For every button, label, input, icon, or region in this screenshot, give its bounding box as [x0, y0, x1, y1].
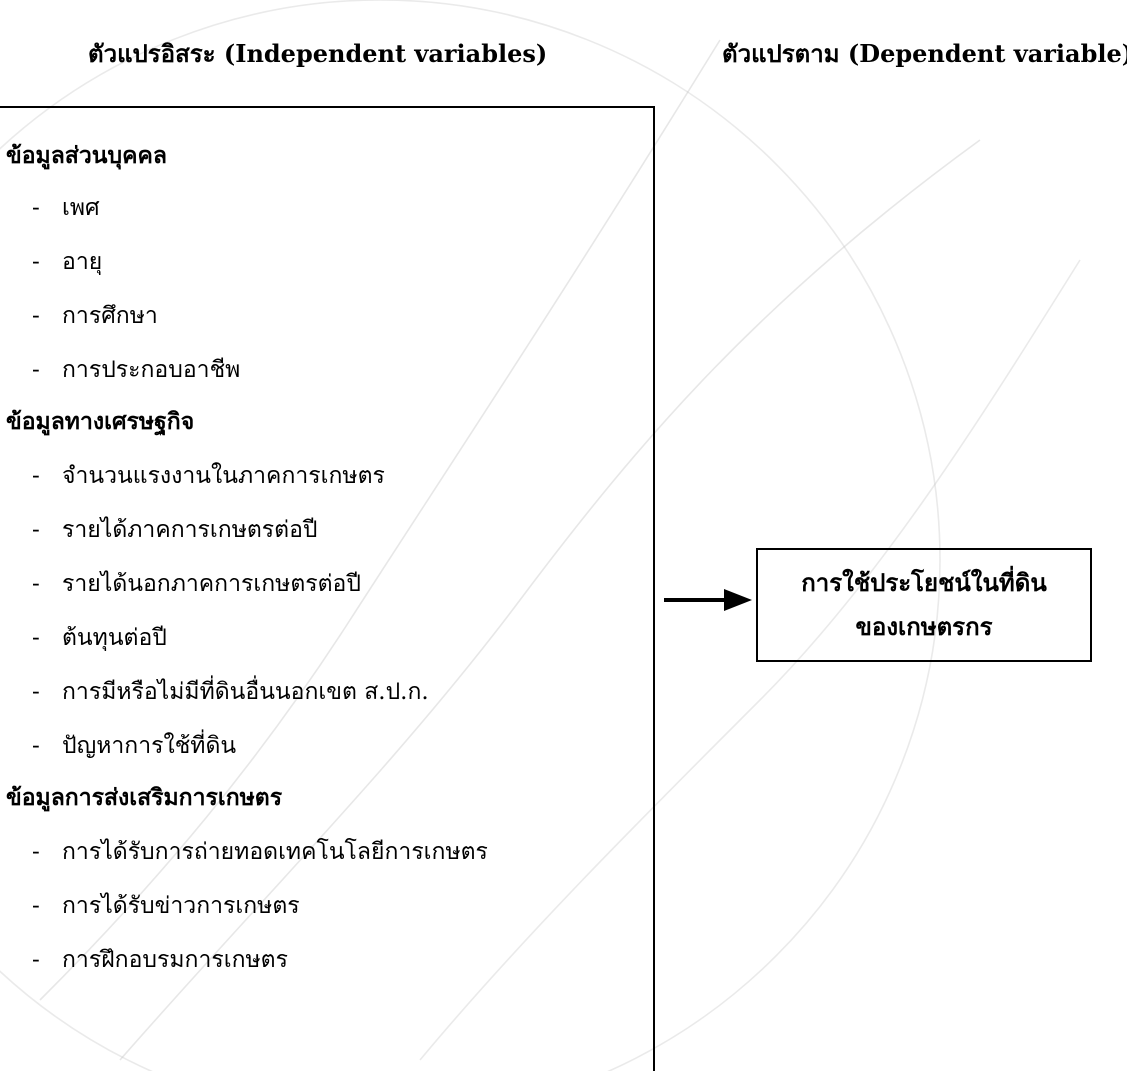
group-heading: ข้อมูลส่วนบุคคล — [6, 142, 167, 169]
list-item: -รายได้นอกภาคการเกษตรต่อปี — [32, 571, 361, 597]
list-item: -ต้นทุนต่อปี — [32, 625, 167, 651]
independent-variables-box: ข้อมูลส่วนบุคคล -เพศ -อายุ -การศึกษา -กา… — [0, 106, 655, 1071]
dependent-variable-line-2: ของเกษตรกร — [855, 612, 993, 641]
group-heading: ข้อมูลการส่งเสริมการเกษตร — [6, 784, 283, 811]
list-item: -ปัญหาการใช้ที่ดิน — [32, 733, 237, 759]
list-item: -อายุ — [32, 249, 103, 275]
list-item: -การศึกษา — [32, 303, 158, 329]
dependent-variable-heading: ตัวแปรตาม (Dependent variable) — [722, 39, 1127, 68]
list-item: -รายได้ภาคการเกษตรต่อปี — [32, 517, 318, 543]
list-item: -การประกอบอาชีพ — [32, 357, 241, 383]
list-item: -การได้รับการถ่ายทอดเทคโนโลยีการเกษตร — [32, 839, 488, 865]
dependent-variable-box: การใช้ประโยชน์ในที่ดิน ของเกษตรกร — [756, 548, 1092, 662]
group-heading: ข้อมูลทางเศรษฐกิจ — [6, 408, 195, 435]
list-item: -จำนวนแรงงานในภาคการเกษตร — [32, 463, 385, 489]
list-item: -การฝึกอบรมการเกษตร — [32, 947, 288, 973]
right-arrow-icon — [664, 589, 752, 611]
independent-variables-heading: ตัวแปรอิสระ (Independent variables) — [88, 39, 548, 68]
list-item: -การได้รับข่าวการเกษตร — [32, 893, 300, 919]
dependent-variable-line-1: การใช้ประโยชน์ในที่ดิน — [801, 568, 1047, 597]
list-item: -เพศ — [32, 195, 100, 221]
list-item: -การมีหรือไม่มีที่ดินอื่นนอกเขต ส.ป.ก. — [32, 679, 429, 705]
